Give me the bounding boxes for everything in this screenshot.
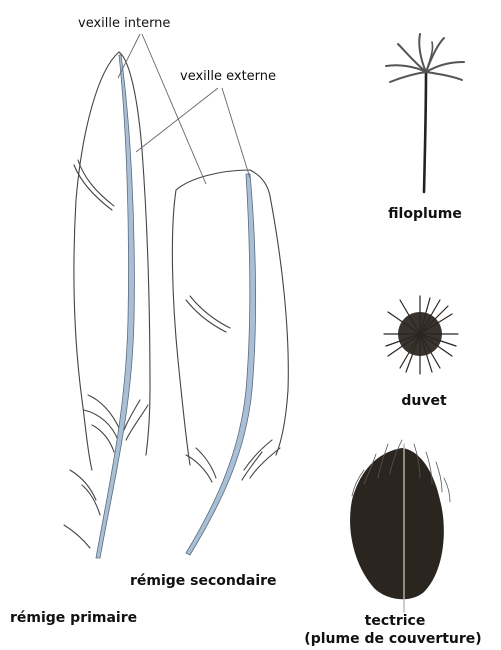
remige-primaire-feather xyxy=(64,52,150,548)
label-remige-primaire: rémige primaire xyxy=(10,610,137,626)
duvet-feather xyxy=(384,296,458,374)
remige-primaire-shaft xyxy=(96,55,134,558)
label-filoplume: filoplume xyxy=(388,206,462,222)
tectrice-feather xyxy=(350,440,450,612)
label-vexille-interne: vexille interne xyxy=(78,16,170,31)
remige-secondaire-feather xyxy=(172,170,288,482)
label-remige-secondaire: rémige secondaire xyxy=(130,573,277,589)
label-vexille-externe: vexille externe xyxy=(180,69,276,84)
label-plume-de-couverture: (plume de couverture) xyxy=(304,631,481,647)
label-duvet: duvet xyxy=(401,393,447,409)
filoplume-feather xyxy=(386,34,464,192)
remige-secondaire-shaft xyxy=(186,174,256,555)
label-tectrice: tectrice xyxy=(365,613,426,629)
